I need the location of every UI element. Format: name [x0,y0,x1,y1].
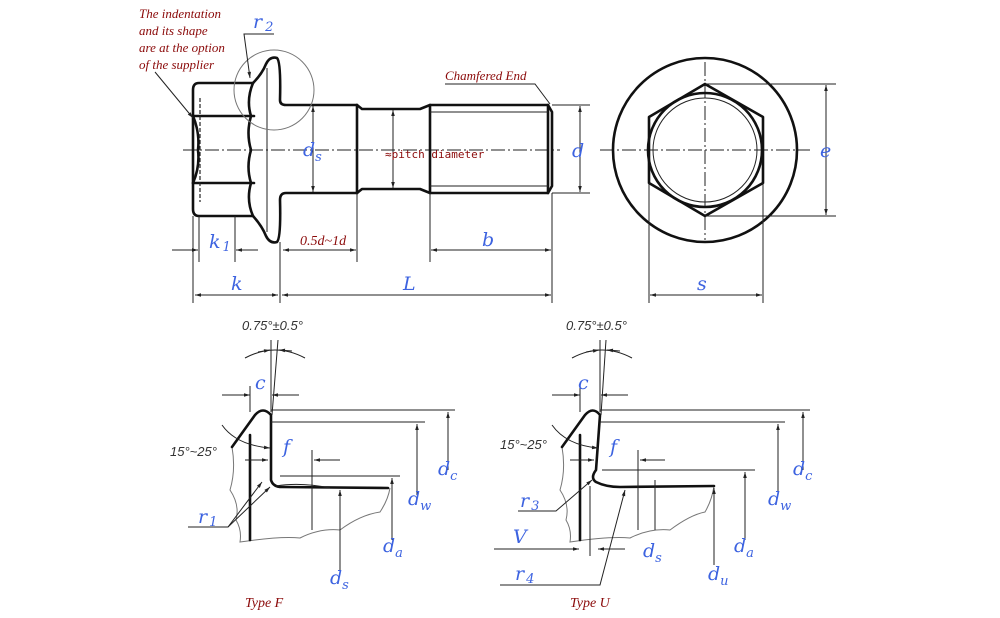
svg-text:r3: r3 [520,490,539,514]
svg-text:dc: dc [438,458,458,484]
svg-text:du: du [708,563,729,589]
r2-label: r [253,11,264,33]
type-f-title: Type F [245,596,284,611]
angle-tolerance-label: 0.75°±0.5° [242,318,303,333]
du-label: d [708,563,720,585]
note-line: and its shape [139,23,208,38]
e-label: e [820,140,831,162]
ds-label: d [330,567,342,589]
flange [251,56,359,107]
svg-text:r2: r2 [253,11,273,35]
svg-text:r4: r4 [515,563,534,587]
angle-range-label: 15°~25° [500,437,547,452]
c-label: c [255,372,266,394]
bolt-end-view: e s [600,56,836,303]
s-label: s [697,273,707,295]
svg-text:dc: dc [793,458,813,484]
f-label: f [281,436,293,458]
r1-label: r [198,506,209,528]
k1-label: k [209,231,221,253]
thread [428,103,550,195]
k-label: k [231,273,243,295]
angle-tolerance-label: 0.75°±0.5° [566,318,627,333]
ds-label: d [643,540,655,562]
note-line: are at the option [139,40,225,55]
d-label: d [572,140,584,162]
svg-text:k1: k1 [209,231,231,255]
svg-text:r1: r1 [198,506,217,530]
pitch-diameter-label: ≈pitch diameter [385,148,485,161]
note-line: of the supplier [139,57,215,72]
dc-label: d [793,458,805,480]
flange-circle [611,56,799,244]
svg-text:dw: dw [768,488,791,514]
svg-text:ds: ds [330,567,349,593]
f-label: f [608,436,620,458]
hex-head [191,81,255,218]
note-line: The indentation [139,6,221,21]
svg-text:da: da [383,535,403,561]
bolt-side-view: The indentation and its shape are at the… [139,6,590,303]
ds-label: d [303,139,315,161]
type-u-title: Type U [570,596,611,611]
da-label: d [734,535,746,557]
chamfered-end-label: Chamfered End [445,68,527,83]
dw-label: d [408,488,420,510]
angle-range-label: 15°~25° [170,444,217,459]
svg-text:dw: dw [408,488,431,514]
dw-label: d [768,488,780,510]
b-label: b [482,229,494,251]
detail-circle [233,49,315,131]
svg-text:ds: ds [643,540,662,566]
r3-label: r [520,490,531,512]
c-label: c [578,372,589,394]
shank-length-label: 0.5d~1d [300,234,347,249]
svg-text:da: da [734,535,754,561]
r4-label: r [515,563,526,585]
V-label: V [513,526,529,548]
da-label: d [383,535,395,557]
L-label: L [402,273,416,295]
main-view-labels: The indentation and its shape are at the… [139,6,584,295]
svg-text:ds: ds [303,139,322,165]
dc-label: d [438,458,450,480]
